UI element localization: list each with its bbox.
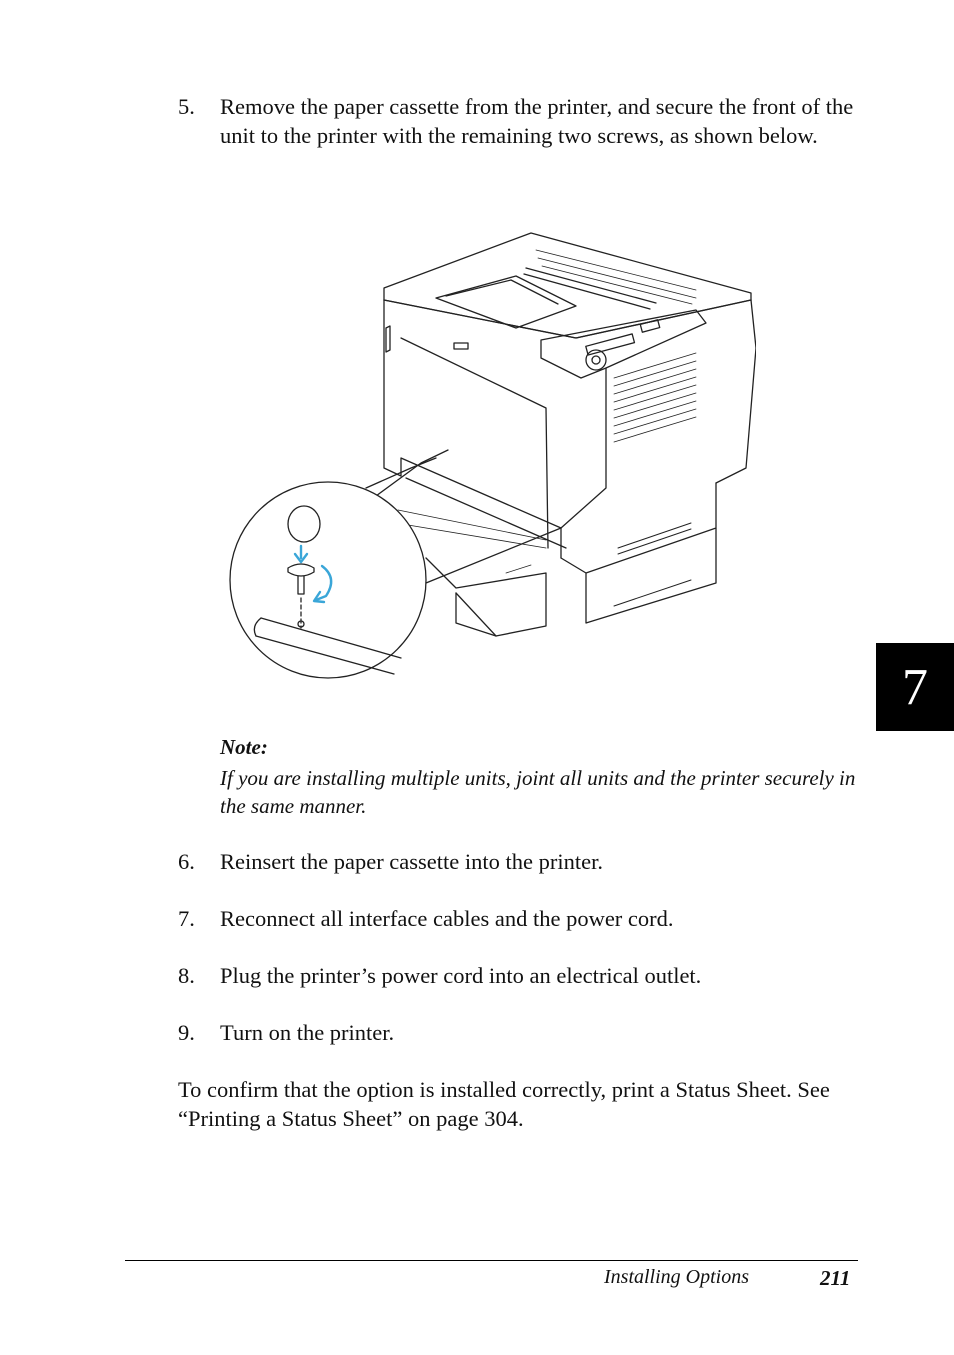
step-text: Plug the printer’s power cord into an el… [220,963,702,988]
step-text: Reconnect all interface cables and the p… [220,906,674,931]
paper-cassette [425,557,547,637]
output-tray [435,275,577,329]
printer-illustration [229,232,756,679]
screw [287,563,315,595]
step-text: Remove the paper cassette from the print… [220,94,854,148]
step-number: 8. [178,963,195,988]
option-unit [560,482,717,624]
step-text: Turn on the printer. [220,1020,395,1045]
note-heading: Note: [220,735,268,759]
step-number: 9. [178,1020,195,1045]
closing-paragraph: To confirm that the option is installed … [178,1077,830,1131]
printer-logo [453,342,469,350]
rotate-arrow-icon [314,564,333,602]
magnifier-circle [229,481,427,679]
printer-side [560,367,607,529]
footer-section-title: Installing Options [604,1266,750,1288]
step-text: Reinsert the paper cassette into the pri… [220,849,603,874]
printer-front [383,299,562,559]
note-body: If you are installing multiple units, jo… [220,766,856,818]
footer-page-number: 211 [820,1266,851,1290]
screw-head-large [287,505,321,543]
chapter-tab: 7 [876,643,954,731]
footer-rule [125,1260,858,1261]
step-number: 5. [178,94,195,119]
step-number: 7. [178,906,195,931]
side-vents [613,352,697,443]
top-vents [535,249,697,305]
step-number: 6. [178,849,195,874]
control-panel [540,309,707,379]
